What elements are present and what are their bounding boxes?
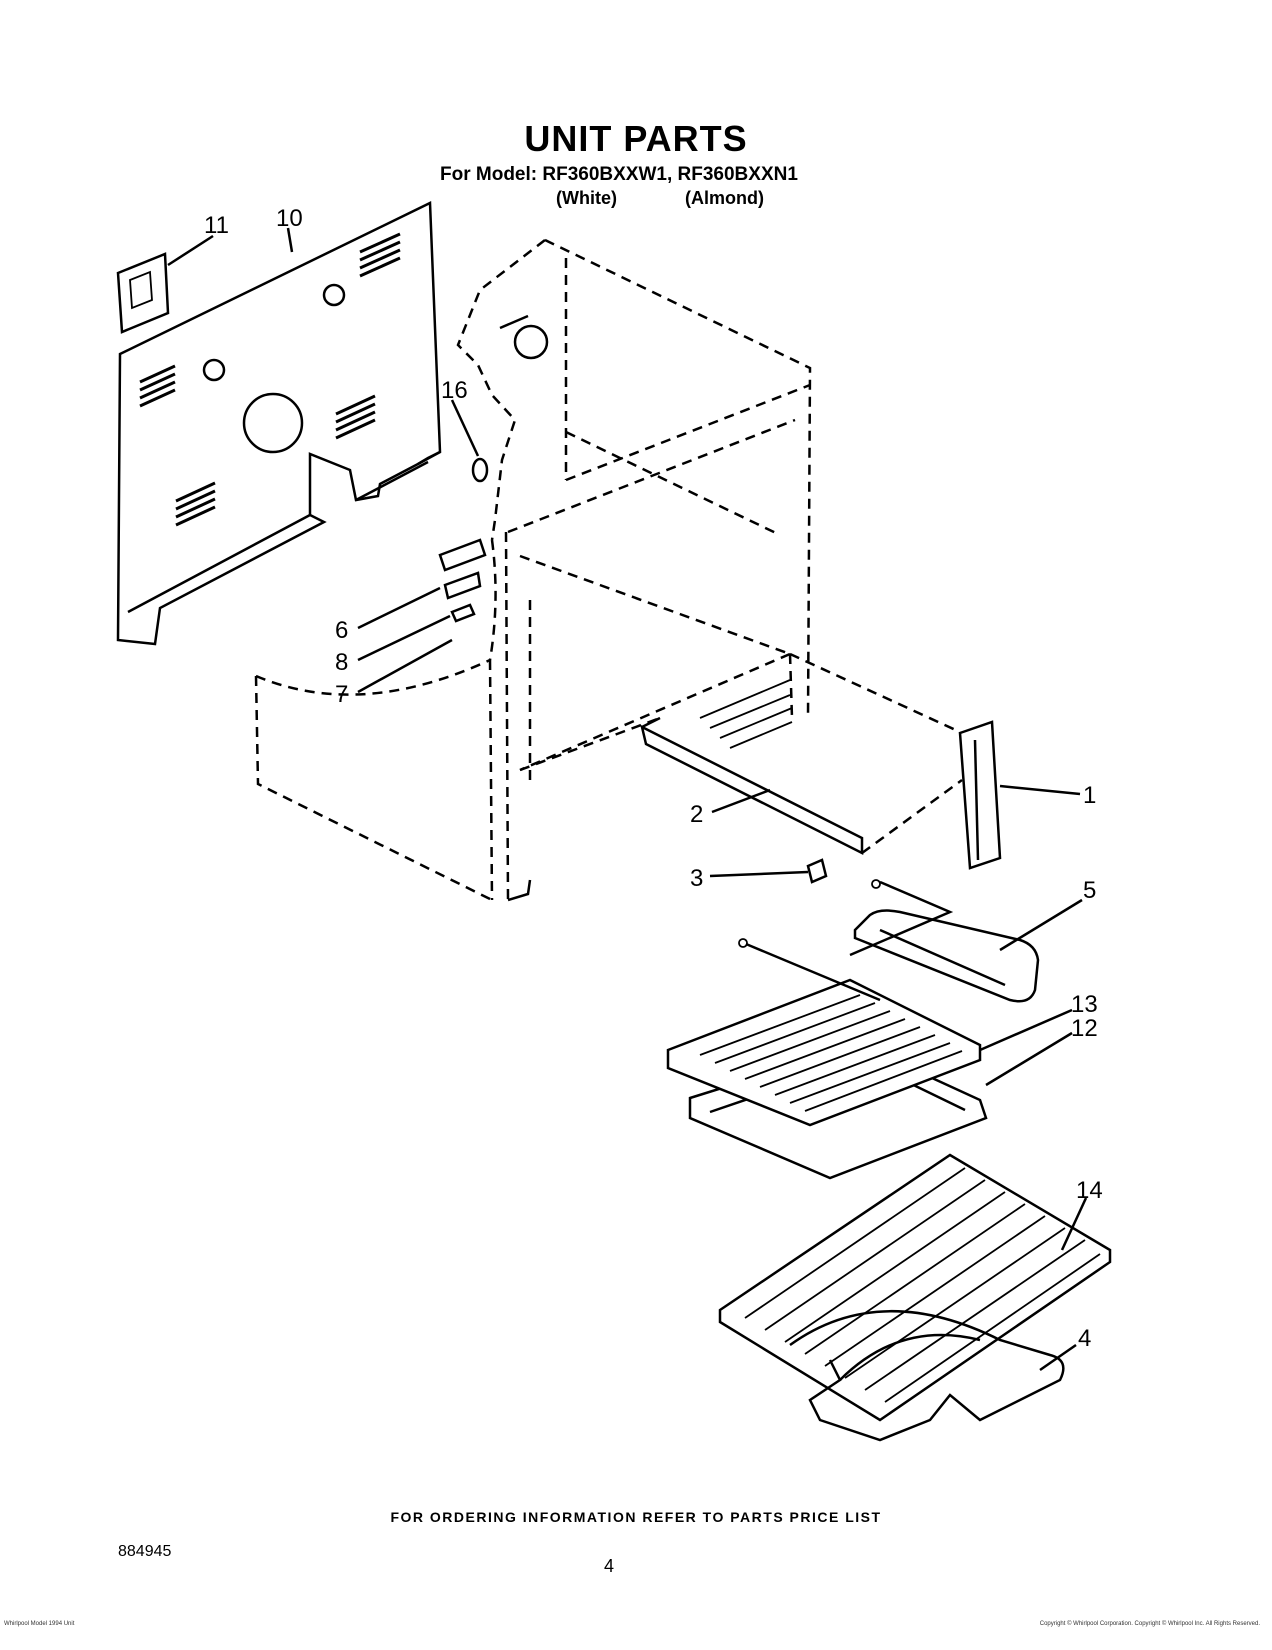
callout-5: 5 <box>1083 877 1096 904</box>
part-5-broil-element <box>849 879 1040 1003</box>
footer-copyright: Copyright © Whirlpool Corporation. Copyr… <box>1039 1621 1260 1627</box>
model-line: For Model: RF360BXXW1, RF360BXXN1 <box>440 164 798 185</box>
color-almond-label: (Almond) <box>685 188 764 208</box>
part-3-clip <box>806 858 828 884</box>
part-16-grommet <box>471 457 489 483</box>
callout-1: 1 <box>1083 782 1096 809</box>
part-11-cover-plate <box>116 252 170 334</box>
callout-14: 14 <box>1076 1177 1103 1204</box>
callout-7: 7 <box>335 681 348 708</box>
part-1-side-bracket <box>861 720 1002 870</box>
callout-8: 8 <box>335 649 348 676</box>
color-white-label: (White) <box>556 188 617 208</box>
vent-grille <box>139 232 401 527</box>
callout-6: 6 <box>335 617 348 644</box>
footer-small-print-left: Whirlpool Model 1994 Unit <box>4 1621 75 1627</box>
part-6-terminal-block <box>438 538 487 600</box>
document-number: 884945 <box>118 1543 172 1560</box>
callout-11: 11 <box>204 212 229 239</box>
callout-12: 12 <box>1071 1015 1098 1042</box>
callout-16: 16 <box>441 377 468 404</box>
ordering-note: FOR ORDERING INFORMATION REFER TO PARTS … <box>390 1509 882 1525</box>
part-8-clip <box>450 603 476 623</box>
part-13-broiler-grid <box>666 978 982 1127</box>
callout-2: 2 <box>690 801 703 828</box>
page-number: 4 <box>604 1556 615 1576</box>
bake-element-lead <box>738 938 881 1002</box>
callout-labels: 11 10 16 6 8 7 1 2 3 5 13 12 14 4 <box>204 205 1103 1352</box>
leader-lines <box>167 227 1088 1372</box>
callout-13: 13 <box>1071 991 1098 1018</box>
side-panel <box>254 539 532 902</box>
part-14-oven-rack <box>718 1153 1112 1422</box>
page-title: UNIT PARTS <box>524 118 748 159</box>
part-4-bake-element <box>789 1310 1065 1442</box>
cabinet-frame <box>456 238 961 901</box>
callout-10: 10 <box>276 205 303 232</box>
part-2-rail <box>640 679 864 856</box>
callout-4: 4 <box>1078 1325 1091 1352</box>
part-10-rear-panel <box>116 201 442 646</box>
callout-3: 3 <box>690 865 703 892</box>
